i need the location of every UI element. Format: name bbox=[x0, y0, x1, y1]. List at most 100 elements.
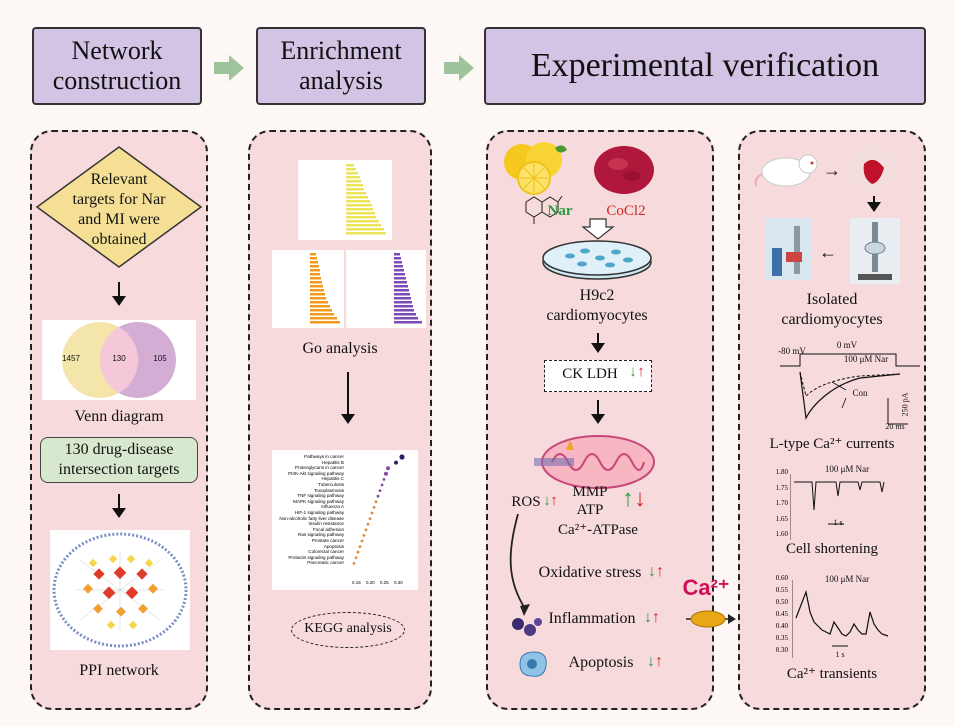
kegg-dot bbox=[372, 506, 376, 509]
kegg-dot bbox=[358, 545, 362, 548]
y-tick-label: 0.35 bbox=[775, 634, 788, 642]
arrow-right-icon: → bbox=[823, 160, 841, 180]
kegg-dot bbox=[354, 556, 358, 560]
kegg-x-tick: 0.30 bbox=[394, 580, 403, 585]
diamond-shape bbox=[35, 146, 203, 268]
nar-current-label: 100 μM Nar bbox=[843, 354, 889, 364]
kegg-term: HIF-1 signaling pathway bbox=[294, 509, 344, 515]
header-experimental-text: Experimental verification bbox=[530, 47, 880, 84]
ck-ldh-up-icon: ↑ bbox=[637, 364, 645, 380]
pa250-label: 250 pA bbox=[900, 392, 910, 417]
go-analysis-label: Go analysis bbox=[302, 340, 378, 357]
y-tick-label: 1.80 bbox=[775, 468, 788, 476]
kegg-dot bbox=[360, 539, 364, 543]
kegg-term: Focal adhesion bbox=[312, 526, 344, 532]
mv0-label: 0 mV bbox=[836, 340, 858, 350]
h9c2-line1: H9c2 bbox=[579, 287, 615, 304]
header-enrichment-line2: analysis bbox=[299, 66, 383, 95]
isolated-cardiomyocytes-label: Isolated cardiomyocytes bbox=[750, 290, 914, 330]
kegg-term: MAPK signaling pathway bbox=[293, 498, 344, 504]
y-tick-label: 1.65 bbox=[775, 514, 788, 523]
kegg-term: Insulin resistance bbox=[308, 521, 345, 527]
kegg-dot bbox=[386, 466, 390, 471]
oxidative-up-icon: ↑ bbox=[656, 563, 664, 580]
venn-label: Venn diagram bbox=[74, 408, 164, 425]
kegg-term: Influenza A bbox=[321, 504, 344, 510]
ck-ldh-label: CK LDH bbox=[562, 366, 618, 382]
apoptosis-label: Apoptosis bbox=[568, 654, 634, 671]
down-arrow-icon bbox=[341, 372, 355, 424]
mitochondrion-icon bbox=[534, 435, 655, 489]
header-network-line1: Network bbox=[71, 36, 163, 65]
header-enrichment-line1: Enrichment bbox=[280, 36, 402, 65]
oxidative-down-icon: ↓ bbox=[648, 563, 656, 580]
down-arrow-icon bbox=[591, 400, 605, 424]
heart-dish-image bbox=[850, 145, 898, 193]
down-arrow-icon bbox=[867, 196, 881, 212]
kegg-label-ellipse bbox=[291, 612, 405, 648]
kegg-term: Prolactin signaling pathway bbox=[288, 554, 344, 560]
y-tick-label: 0.55 bbox=[775, 586, 788, 594]
kegg-term: PI3K-Akt signaling pathway bbox=[288, 470, 344, 476]
diamond-line2: targets for Nar bbox=[72, 191, 166, 208]
kegg-term: Hepatitis B bbox=[321, 459, 344, 465]
kegg-term: TNF signaling pathway bbox=[297, 493, 344, 499]
rat-image bbox=[754, 154, 818, 187]
atp-label: ATP bbox=[576, 502, 604, 518]
mv80-label: -80 mV bbox=[778, 346, 806, 356]
transient-scale: 1 s bbox=[835, 650, 845, 659]
kegg-dot bbox=[374, 500, 378, 504]
targets-line2: intersection targets bbox=[58, 461, 180, 478]
con-label: Con bbox=[852, 388, 868, 398]
go-bar-chart-yellow bbox=[298, 160, 392, 240]
y-tick-label: 1.75 bbox=[775, 483, 788, 492]
kegg-term: Pathways in cancer bbox=[304, 454, 344, 459]
diamond-line4: obtained bbox=[91, 231, 147, 248]
oxidative-stress-label: Oxidative stress bbox=[538, 564, 642, 581]
kegg-dot bbox=[366, 522, 370, 526]
header-experimental-verification: Experimental verification bbox=[484, 27, 926, 105]
ros-label: ROS bbox=[511, 494, 541, 510]
apoptosis-down-icon: ↓ bbox=[647, 653, 655, 670]
down-arrow-icon bbox=[591, 333, 605, 353]
transient-title: 100 μM Nar bbox=[824, 574, 870, 584]
kegg-dot bbox=[382, 478, 386, 481]
inflammation-up-icon: ↑ bbox=[652, 609, 660, 626]
immune-cells-icon bbox=[512, 618, 542, 636]
ca-label: Ca²⁺ bbox=[682, 575, 730, 600]
y-tick-label: 0.50 bbox=[775, 598, 788, 606]
apoptosis-up-icon: ↑ bbox=[655, 653, 663, 670]
apoptotic-cell-icon bbox=[519, 651, 547, 677]
kegg-dot bbox=[368, 517, 372, 520]
ltype-current-trace bbox=[780, 353, 920, 425]
ca-transients-label: Ca²⁺ transients bbox=[786, 666, 878, 682]
ros-down-icon: ↓ bbox=[543, 493, 551, 509]
cell-isolation-image bbox=[766, 218, 812, 280]
naringenin-structure-icon bbox=[525, 195, 563, 224]
inflammation-down-icon: ↓ bbox=[644, 609, 652, 626]
kegg-dot bbox=[362, 534, 366, 537]
kegg-x-tick: 0.15 bbox=[352, 580, 361, 585]
go-bar-chart-orange bbox=[272, 250, 344, 328]
ppi-network-label: PPI network bbox=[79, 662, 159, 679]
ca-channel-arrow-icon bbox=[686, 610, 736, 628]
targets-text: 130 drug-disease intersection targets bbox=[40, 440, 198, 480]
cell-shortening-label: Cell shortening bbox=[785, 541, 879, 557]
arrow-left-icon: ← bbox=[819, 242, 837, 262]
y-tick-label: 1.60 bbox=[775, 530, 788, 538]
kegg-term: Non-alcoholic fatty liver disease bbox=[279, 515, 344, 521]
lemon-image bbox=[504, 142, 567, 195]
flow-arrow-icon bbox=[444, 55, 474, 81]
kegg-dot bbox=[356, 550, 360, 554]
y-tick-label: 0.45 bbox=[775, 610, 788, 618]
shortening-trace bbox=[790, 474, 885, 540]
y-tick-label: 0.60 bbox=[775, 574, 788, 582]
shortening-title: 100 μM Nar bbox=[824, 464, 870, 474]
ltype-label: L-type Ca²⁺ currents bbox=[769, 436, 895, 452]
isolated-line1: Isolated bbox=[806, 291, 858, 308]
kegg-dot bbox=[399, 454, 405, 460]
